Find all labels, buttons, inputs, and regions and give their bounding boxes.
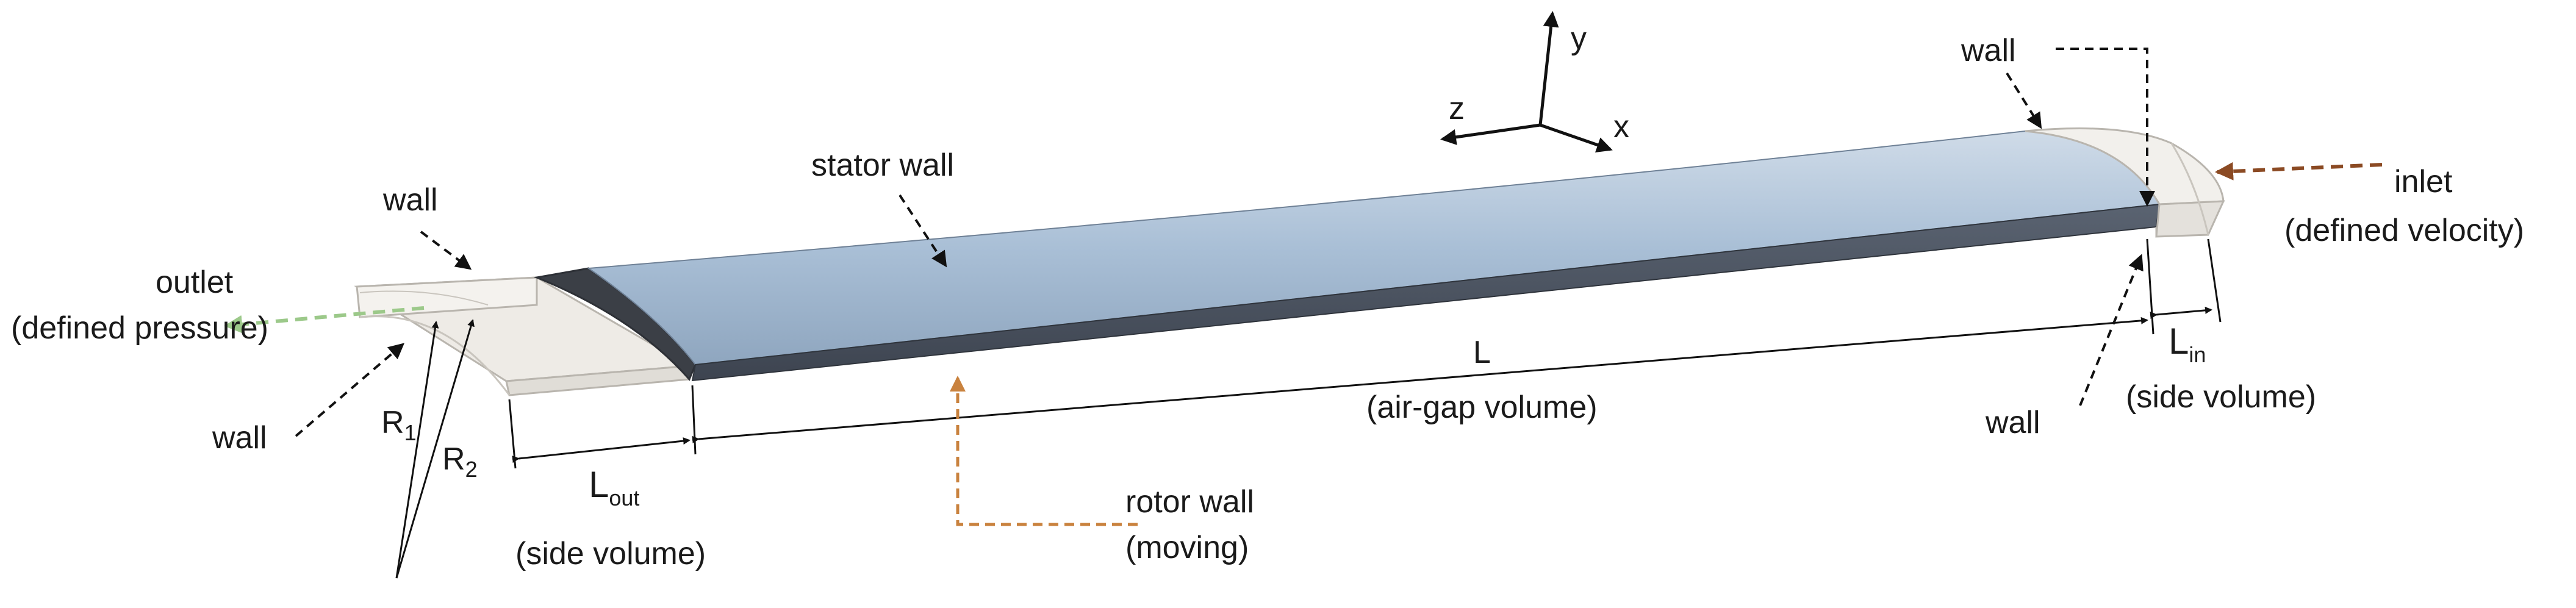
right-side-volume xyxy=(2025,127,2225,238)
axis-y-label: y xyxy=(1571,21,1587,56)
stator-wall-label: stator wall xyxy=(811,148,954,183)
l-main-label: L xyxy=(1473,335,1491,370)
r1-label: R1 xyxy=(381,405,417,445)
outlet-condition-label: (defined pressure) xyxy=(11,310,268,346)
rotor-wall-label: rotor wall xyxy=(1125,484,1254,520)
wall-top-left-label: wall xyxy=(382,182,438,218)
wall-left-label: wall xyxy=(212,420,267,456)
radius-lines xyxy=(395,319,475,579)
l-out-label: Lout xyxy=(589,464,639,510)
rotor-wall-moving-label: (moving) xyxy=(1125,530,1249,565)
axis-z-label: z xyxy=(1449,91,1465,126)
dimension-lines xyxy=(508,238,2222,469)
r2-label: R2 xyxy=(442,442,478,482)
l-in-label: Lin xyxy=(2169,321,2206,367)
leader-arrows xyxy=(224,48,2383,526)
inlet-condition-label: (defined velocity) xyxy=(2284,213,2524,248)
side-volume-right-label: (side volume) xyxy=(2126,379,2316,415)
inlet-label: inlet xyxy=(2394,164,2453,199)
coordinate-axes: y x z xyxy=(1440,11,1629,153)
left-side-volume xyxy=(354,276,692,396)
air-gap-volume-label: (air-gap volume) xyxy=(1366,390,1598,425)
axis-x-label: x xyxy=(1613,109,1629,145)
wall-top-right-label: wall xyxy=(1961,33,2016,68)
labels: stator wall wall outlet (defined pressur… xyxy=(11,33,2524,571)
side-volume-left-label: (side volume) xyxy=(515,536,706,571)
outlet-label: outlet xyxy=(156,265,234,300)
wall-bottom-right-label: wall xyxy=(1985,405,2040,440)
air-gap-volume xyxy=(533,130,2161,382)
